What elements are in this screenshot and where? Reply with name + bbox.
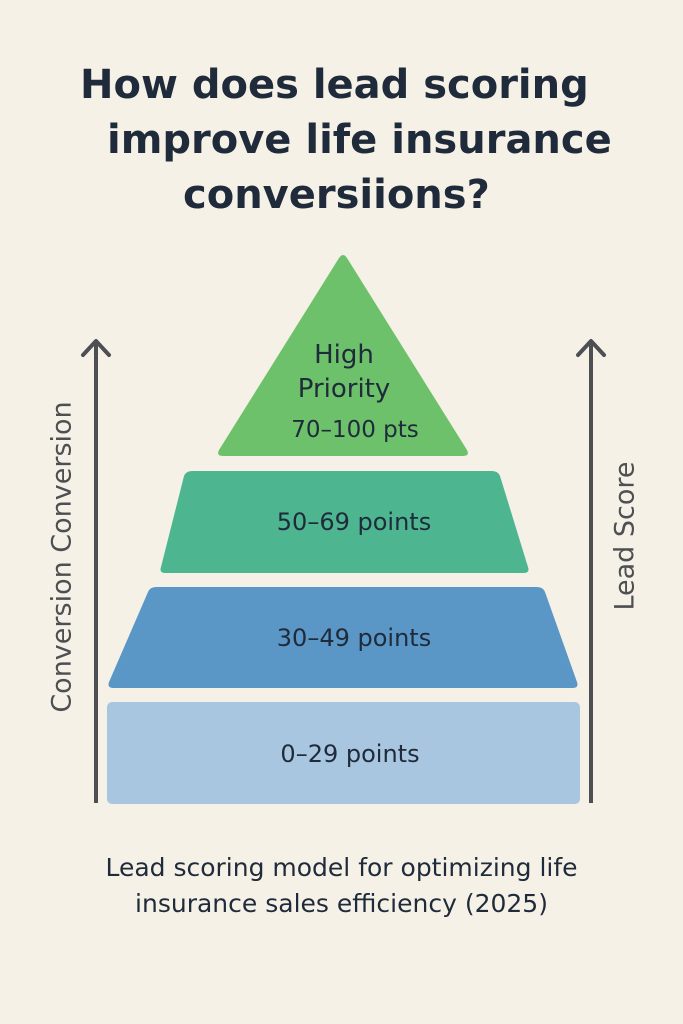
tier-0-29-label: 0–29 points bbox=[280, 740, 419, 768]
pyramid-tier-50-69: 50–69 points bbox=[160, 471, 529, 573]
tier-high-points: 70–100 pts bbox=[291, 417, 419, 443]
caption-line-2: insurance sales efficiency (2025) bbox=[135, 889, 548, 918]
right-axis-label: Lead Score bbox=[609, 461, 641, 611]
left-axis-label: Conversion Conversion bbox=[46, 401, 78, 713]
right-up-arrow-icon bbox=[576, 339, 606, 803]
pyramid-tier-0-29: 0–29 points bbox=[107, 702, 580, 804]
tier-high-label-line1: High bbox=[314, 340, 374, 370]
pyramid-tier-30-49: 30–49 points bbox=[108, 587, 578, 688]
title-line-1: How does lead scoring bbox=[80, 62, 589, 108]
caption: Lead scoring model for optimizing life i… bbox=[0, 850, 683, 922]
title-line-3: conversiions? bbox=[183, 172, 490, 218]
pyramid-tier-high-priority: High Priority 70–100 pts bbox=[218, 255, 468, 456]
caption-line-1: Lead scoring model for optimizing life bbox=[105, 853, 578, 882]
left-up-arrow-icon bbox=[81, 339, 111, 803]
tier-50-69-label: 50–69 points bbox=[277, 508, 431, 536]
title-line-2: improve life insurance bbox=[107, 117, 612, 163]
tier-high-label-line2: Priority bbox=[298, 374, 391, 404]
tier-30-49-label: 30–49 points bbox=[277, 624, 431, 652]
